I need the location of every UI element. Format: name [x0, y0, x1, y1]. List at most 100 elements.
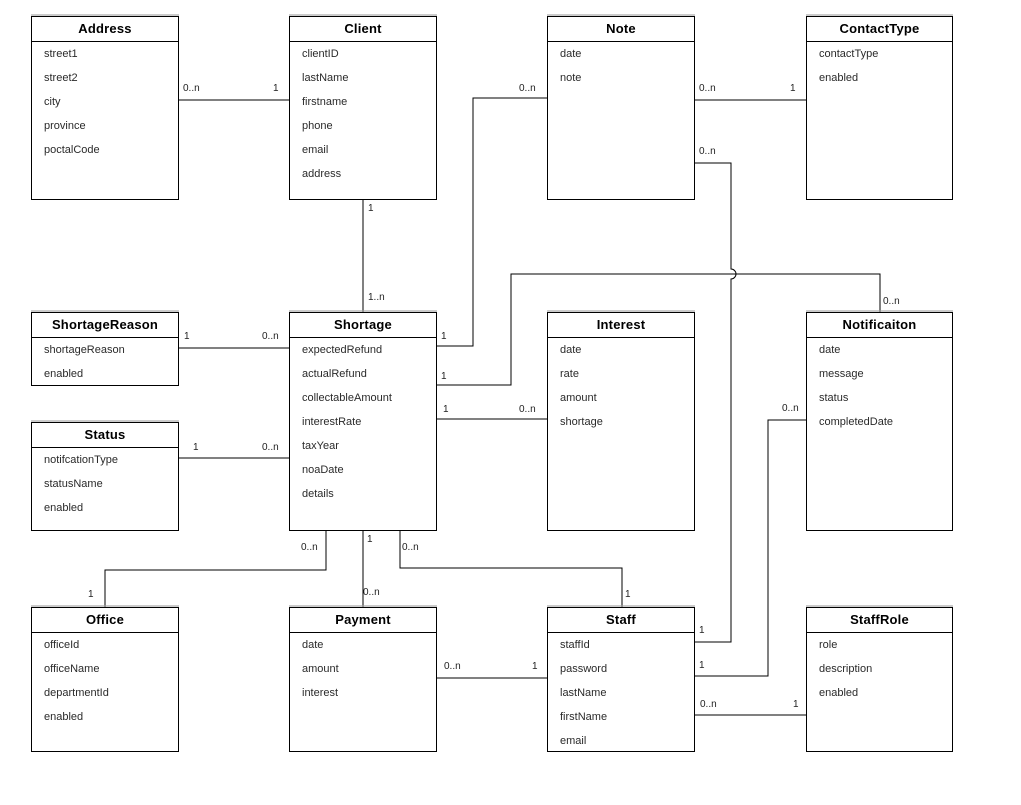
entity-attribute-shortage-noaDate: noaDate: [302, 464, 344, 476]
entity-attribute-payment-amount: amount: [302, 663, 339, 675]
multiplicity-label-staff-staffrole: 1: [793, 699, 799, 710]
entity-title-office: Office: [32, 608, 178, 633]
multiplicity-label-notification-staff: 1: [699, 660, 705, 671]
multiplicity-label-address-client: 1: [273, 83, 279, 94]
entity-title-staffrole: StaffRole: [807, 608, 952, 633]
multiplicity-label-address-client: 0..n: [183, 83, 200, 94]
entity-attribute-shortage-expectedRefund: expectedRefund: [302, 344, 383, 356]
multiplicity-label-shortage-interest: 0..n: [519, 404, 536, 415]
entity-attribute-payment-date: date: [302, 639, 324, 651]
entity-title-staff: Staff: [548, 608, 694, 633]
entity-title-note: Note: [548, 17, 694, 42]
multiplicity-label-shortage-notification: 1: [441, 371, 447, 382]
multiplicity-label-notification-staff: 0..n: [782, 403, 799, 414]
entity-attribute-client-address: address: [302, 168, 342, 180]
entity-attribute-note-date: date: [560, 48, 582, 60]
entity-attribute-shortage-interestRate: interestRate: [302, 416, 362, 428]
multiplicity-label-client-shortage: 1..n: [368, 292, 385, 303]
entity-attribute-interest-date: date: [560, 344, 582, 356]
entity-attribute-address-street2: street2: [44, 72, 78, 84]
multiplicity-label-shortage-interest: 1: [443, 404, 449, 415]
multiplicity-label-shortage-office: 1: [88, 589, 94, 600]
entity-title-notification: Notificaiton: [807, 313, 952, 338]
entity-title-status: Status: [32, 423, 178, 448]
entity-attribute-address-poctalCode: poctalCode: [44, 144, 100, 156]
connector-shortage-notification: [437, 273, 881, 386]
entity-attribute-interest-rate: rate: [560, 368, 579, 380]
entity-attribute-status-notifcationType: notifcationType: [44, 454, 118, 466]
entity-attribute-staff-password: password: [560, 663, 608, 675]
entity-shortage[interactable]: Shortage expectedRefund actualRefund collec…: [289, 312, 437, 531]
multiplicity-label-shortagereason-shortage: 0..n: [262, 331, 279, 342]
multiplicity-label-status-shortage: 1: [193, 442, 199, 453]
entity-attribute-notification-status: status: [819, 392, 849, 404]
connector-shortage-note: [437, 97, 547, 347]
entity-note[interactable]: Note date note: [547, 16, 695, 200]
entity-attribute-status-statusName: statusName: [44, 478, 103, 490]
entity-attribute-address-street1: street1: [44, 48, 78, 60]
entity-attribute-staff-lastName: lastName: [560, 687, 607, 699]
entity-attribute-client-lastName: lastName: [302, 72, 349, 84]
entity-attribute-notification-completedDate: completedDate: [819, 416, 893, 428]
multiplicity-label-shortage-payment: 0..n: [363, 587, 380, 598]
entity-attribute-shortagereason-shortageReason: shortageReason: [44, 344, 125, 356]
entity-attribute-staffrole-enabled: enabled: [819, 687, 859, 699]
entity-attribute-note-note: note: [560, 72, 582, 84]
entity-attribute-client-phone: phone: [302, 120, 333, 132]
multiplicity-label-staff-staffrole: 0..n: [700, 699, 717, 710]
multiplicity-label-shortagereason-shortage: 1: [184, 331, 190, 342]
entity-attribute-staff-email: email: [560, 735, 587, 747]
multiplicity-label-shortage-note: 0..n: [519, 83, 536, 94]
multiplicity-label-payment-staff: 1: [532, 661, 538, 672]
entity-attribute-notification-date: date: [819, 344, 841, 356]
entity-attribute-shortage-collectableAmount: collectableAmount: [302, 392, 392, 404]
entity-attribute-notification-message: message: [819, 368, 864, 380]
connector-shortage-staff: [399, 531, 623, 607]
multiplicity-label-shortage-notification: 0..n: [883, 296, 900, 307]
connector-notification-staff: [695, 419, 806, 677]
entity-attribute-office-officeName: officeName: [44, 663, 100, 675]
connector-shortage-office: [104, 531, 327, 607]
entity-title-payment: Payment: [290, 608, 436, 633]
entity-attribute-client-firstname: firstname: [302, 96, 348, 108]
entity-notification[interactable]: Notificaiton date message status completedDa…: [806, 312, 953, 531]
entity-attribute-shortage-taxYear: taxYear: [302, 440, 339, 452]
entity-attribute-address-province: province: [44, 120, 86, 132]
multiplicity-label-shortage-staff: 1: [625, 589, 631, 600]
entity-attribute-office-officeId: officeId: [44, 639, 80, 651]
entity-staff[interactable]: Staff staffId password lastName firstName ema…: [547, 607, 695, 752]
entity-attribute-staff-firstName: firstName: [560, 711, 608, 723]
multiplicity-label-shortage-office: 0..n: [301, 542, 318, 553]
entity-attribute-staff-staffId: staffId: [560, 639, 590, 651]
connector-note-staff: [695, 162, 737, 643]
entity-office[interactable]: Office officeId officeName departmentId enab…: [31, 607, 179, 752]
entity-title-client: Client: [290, 17, 436, 42]
entity-attribute-shortage-actualRefund: actualRefund: [302, 368, 367, 380]
entity-attribute-office-enabled: enabled: [44, 711, 84, 723]
entity-attribute-interest-shortage: shortage: [560, 416, 603, 428]
multiplicity-label-note-staff: 1: [699, 625, 705, 636]
entity-attribute-office-departmentId: departmentId: [44, 687, 109, 699]
entity-title-address: Address: [32, 17, 178, 42]
entity-attribute-shortage-details: details: [302, 488, 334, 500]
multiplicity-label-shortage-staff: 0..n: [402, 542, 419, 553]
multiplicity-label-shortage-note: 1: [441, 331, 447, 342]
entity-title-contacttype: ContactType: [807, 17, 952, 42]
multiplicity-label-status-shortage: 0..n: [262, 442, 279, 453]
entity-title-shortage: Shortage: [290, 313, 436, 338]
multiplicity-label-note-staff: 0..n: [699, 146, 716, 157]
entity-attribute-staffrole-role: role: [819, 639, 838, 651]
multiplicity-label-note-contacttype: 0..n: [699, 83, 716, 94]
multiplicity-label-note-contacttype: 1: [790, 83, 796, 94]
entity-attribute-shortagereason-enabled: enabled: [44, 368, 84, 380]
